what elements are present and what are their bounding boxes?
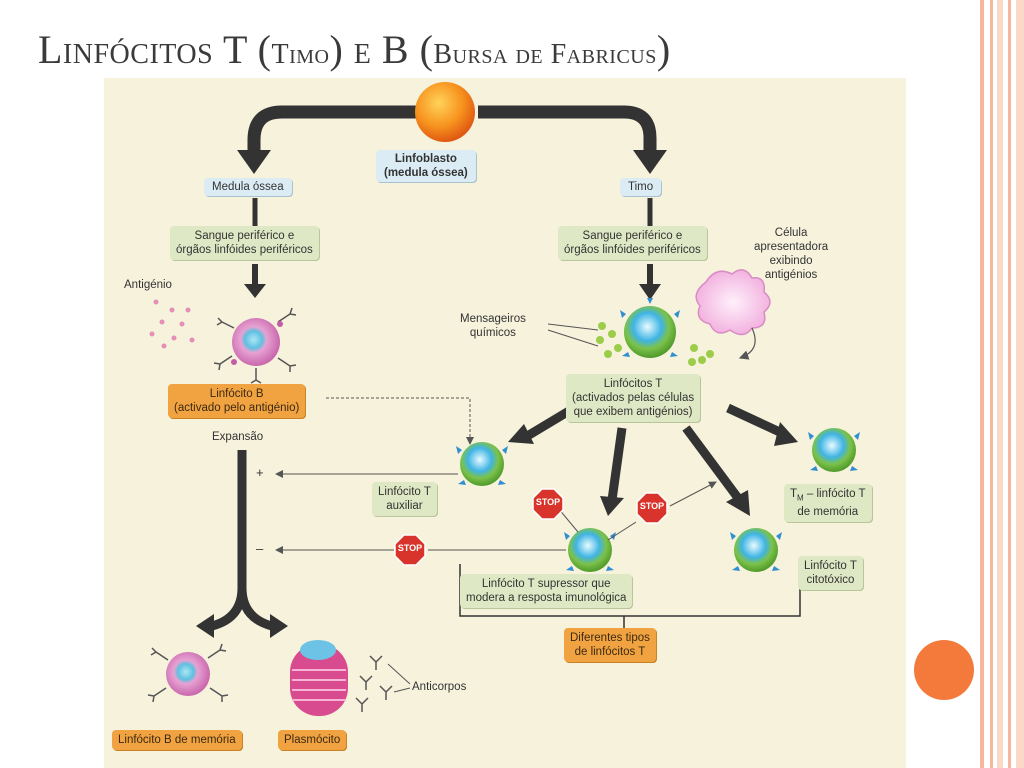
mensageiros-label: Mensageiros químicos bbox=[460, 313, 526, 339]
arrow-to-b-cell bbox=[244, 264, 266, 298]
b-cell-activated bbox=[213, 307, 297, 384]
chemical-messengers bbox=[596, 322, 714, 366]
t-cell-cytotoxic bbox=[730, 528, 782, 572]
antibodies bbox=[355, 655, 411, 712]
stop-sign-1: STOP bbox=[532, 488, 564, 520]
arrow-to-medula bbox=[237, 105, 416, 174]
sangue-right-label: Sangue periférico e órgãos linfóides per… bbox=[558, 226, 707, 260]
arrow-to-t-cell bbox=[639, 264, 661, 300]
antigenio-label: Antigénio bbox=[124, 279, 172, 291]
anticorpos-label: Anticorpos bbox=[412, 681, 467, 693]
slide-title: Linfócitos T (Timo) e B (Bursa de Fabric… bbox=[38, 27, 671, 72]
minus-sign: – bbox=[256, 541, 264, 556]
sangue-left-label: Sangue periférico e órgãos linfóides per… bbox=[170, 226, 319, 260]
medula-ossea-label: Medula óssea bbox=[204, 178, 292, 196]
linfoblasto-cell bbox=[415, 82, 475, 142]
title-small-caps-1: Timo bbox=[271, 39, 330, 70]
decorative-circle bbox=[914, 640, 974, 700]
diagram-graphics bbox=[147, 82, 860, 716]
t-cell-memory bbox=[808, 428, 860, 472]
antigen-particles bbox=[149, 299, 195, 349]
linfocitos-t-activados-label: Linfócitos T (activados pelas células qu… bbox=[566, 374, 701, 422]
t-auxiliar-label: Linfócito T auxiliar bbox=[372, 482, 437, 516]
tm-memoria-label: TM – linfócito T de memória bbox=[784, 484, 872, 523]
arrow-to-timo bbox=[478, 105, 667, 174]
stop-sign-3: STOP bbox=[394, 534, 426, 566]
t-cell-central bbox=[620, 298, 680, 358]
antigen-presenting-cell bbox=[695, 269, 771, 360]
expansao-label: Expansão bbox=[212, 431, 264, 443]
lymphocyte-diagram: Linfoblasto (medula óssea) Medula óssea … bbox=[104, 78, 906, 768]
b-cell-memory bbox=[147, 643, 229, 703]
timo-label: Timo bbox=[620, 178, 662, 196]
b-memoria-label: Linfócito B de memória bbox=[112, 730, 242, 750]
t-supressor-label: Linfócito T supressor que modera a respo… bbox=[460, 574, 633, 608]
plasmocito-label: Plasmócito bbox=[278, 730, 347, 750]
linfoblasto-label: Linfoblasto (medula óssea) bbox=[376, 150, 476, 182]
t-cell-differentiation-arrows bbox=[508, 403, 798, 516]
plasma-cell bbox=[290, 640, 348, 716]
decorative-stripes bbox=[980, 0, 1024, 768]
expansion-arrow bbox=[210, 450, 274, 631]
t-cell-helper bbox=[456, 442, 508, 486]
plus-sign: + bbox=[256, 465, 264, 480]
t-citotoxico-label: Linfócito T citotóxico bbox=[798, 556, 863, 590]
diferentes-tipos-label: Diferentes tipos de linfócitos T bbox=[564, 628, 656, 662]
t-cell-suppressor bbox=[564, 528, 616, 572]
linfocito-b-activado-label: Linfócito B (activado pelo antigénio) bbox=[168, 384, 306, 418]
celula-apresentadora-label: Célula apresentadora exibindo antigénios bbox=[754, 227, 829, 281]
title-small-caps-2: Bursa de Fabricus bbox=[433, 39, 657, 70]
stop-sign-2: STOP bbox=[636, 492, 668, 524]
